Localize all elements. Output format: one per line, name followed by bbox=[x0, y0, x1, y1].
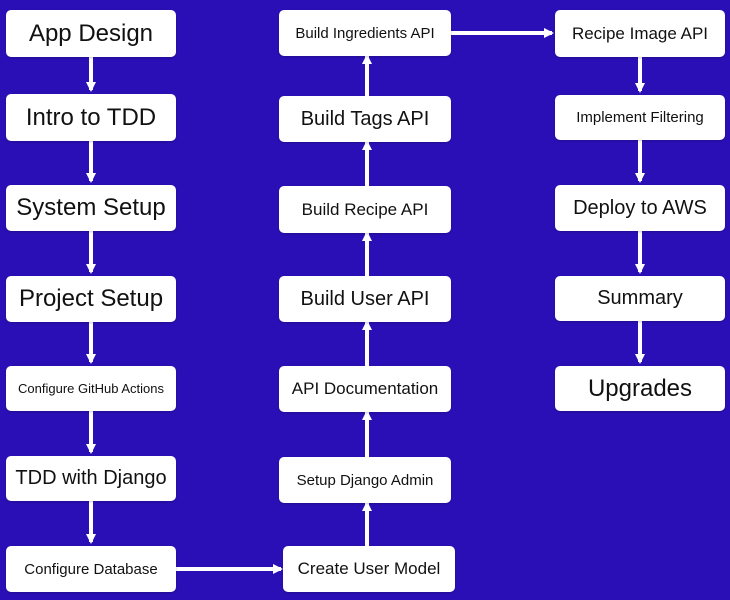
node-recipe-image-api: Recipe Image API bbox=[555, 10, 725, 57]
node-setup-django-admin: Setup Django Admin bbox=[279, 457, 451, 503]
node-tdd-with-django: TDD with Django bbox=[6, 456, 176, 501]
node-create-user-model: Create User Model bbox=[283, 546, 455, 592]
node-build-recipe-api: Build Recipe API bbox=[279, 186, 451, 233]
node-build-user-api: Build User API bbox=[279, 276, 451, 322]
node-implement-filtering: Implement Filtering bbox=[555, 95, 725, 140]
node-api-documentation: API Documentation bbox=[279, 366, 451, 412]
node-project-setup: Project Setup bbox=[6, 276, 176, 322]
node-upgrades: Upgrades bbox=[555, 366, 725, 411]
node-configure-database: Configure Database bbox=[6, 546, 176, 592]
node-build-ingredients-api: Build Ingredients API bbox=[279, 10, 451, 56]
node-intro-to-tdd: Intro to TDD bbox=[6, 94, 176, 141]
node-system-setup: System Setup bbox=[6, 185, 176, 231]
node-build-tags-api: Build Tags API bbox=[279, 96, 451, 142]
node-configure-github-actions: Configure GitHub Actions bbox=[6, 366, 176, 411]
node-deploy-to-aws: Deploy to AWS bbox=[555, 185, 725, 231]
node-app-design: App Design bbox=[6, 10, 176, 57]
node-summary: Summary bbox=[555, 276, 725, 321]
